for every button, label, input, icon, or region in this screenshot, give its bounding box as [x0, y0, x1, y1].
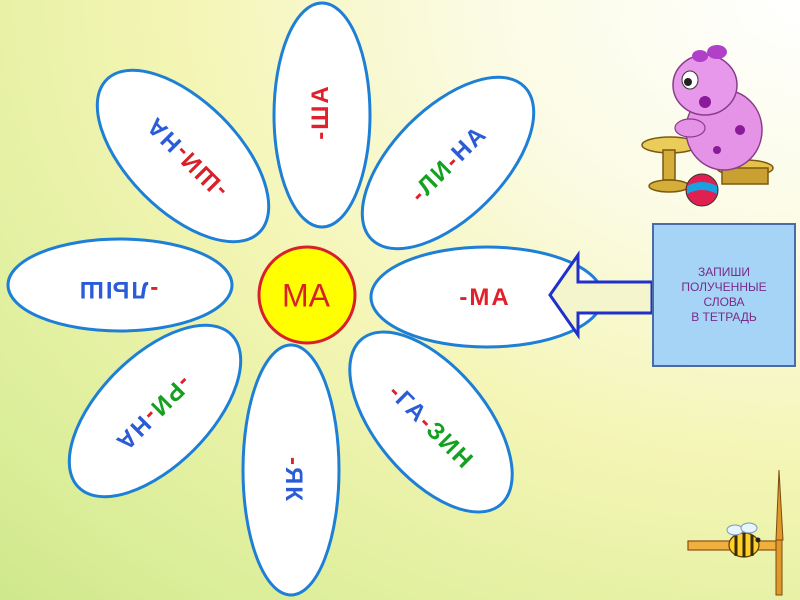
petal-shina[interactable]: -ШИ-НА — [68, 41, 299, 272]
syllable: ЯК — [280, 467, 307, 503]
syllable: МА — [469, 284, 510, 311]
petal-text: -ША — [307, 84, 334, 139]
syllable: - — [148, 276, 158, 303]
petal-text: -МА — [459, 284, 510, 311]
instruction-line: В ТЕТРАДЬ — [691, 310, 757, 324]
petal-text: -ЯК — [280, 457, 307, 503]
bee-next-icon[interactable] — [687, 469, 784, 596]
syllable: ША — [307, 84, 334, 129]
petal-lina[interactable]: -ЛИ-НА — [333, 48, 564, 279]
petal-text: -ЛИ-НА — [405, 120, 493, 208]
instruction-line: ПОЛУЧЕННЫЕ — [681, 280, 767, 294]
instruction-line: ЗАПИШИ — [697, 265, 750, 279]
petal-sha[interactable]: -ША — [272, 1, 372, 229]
flower-center: МА — [257, 245, 357, 345]
syllable: - — [280, 457, 307, 467]
petal-rina[interactable]: -РИ-НА — [40, 296, 271, 527]
syllable: - — [307, 130, 334, 140]
luntik-character-icon — [641, 45, 774, 207]
instruction-text: ЗАПИШИ ПОЛУЧЕННЫЕ СЛОВА В ТЕТРАДЬ — [681, 265, 766, 325]
instruction-box: ЗАПИШИ ПОЛУЧЕННЫЕ СЛОВА В ТЕТРАДЬ — [652, 223, 796, 367]
center-label: МА — [282, 277, 331, 313]
petal-lysh[interactable]: -ЛЫШ — [6, 237, 234, 333]
left-arrow-icon — [548, 250, 654, 340]
syllable: ЛЫШ — [78, 276, 148, 303]
petal-gazin[interactable]: -ГА-ЗИН — [319, 304, 542, 540]
syllable: - — [459, 284, 469, 311]
petal-text: -ЛЫШ — [78, 276, 158, 303]
petal-yak[interactable]: -ЯК — [241, 343, 341, 597]
instruction-line: СЛОВА — [703, 295, 745, 309]
